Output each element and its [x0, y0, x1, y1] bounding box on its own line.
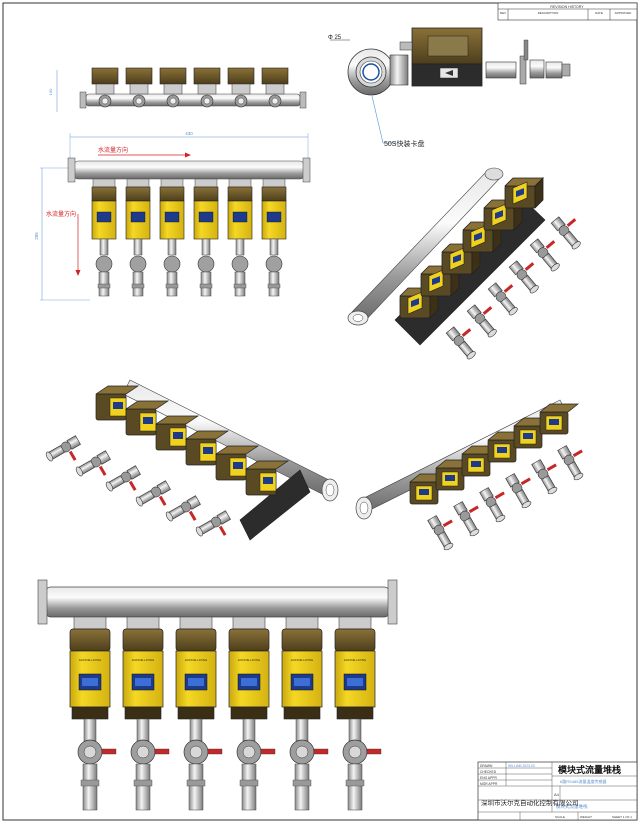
sensor-brand-label: ACKXOE LAYING — [238, 658, 261, 662]
small-sensor-module — [91, 67, 119, 108]
date-col-header: DATE — [595, 11, 603, 15]
part-name: 模块式流量堆栈 — [556, 803, 588, 810]
small-sensor-module — [261, 67, 289, 108]
drawing-subtitle: 6路RS485流量温度传感器 — [560, 778, 606, 784]
sensor-module-large: ACKXOE LAYING — [175, 616, 223, 811]
iso-sensor-module — [134, 430, 230, 518]
small-sensor-module — [193, 67, 221, 108]
drawn-label: DRAWN — [480, 764, 493, 768]
small-sensor-module — [227, 67, 255, 108]
sensor-brand-label: ACKXOE LAYING — [344, 658, 367, 662]
eng-appr-label: ENG APPR — [480, 776, 497, 780]
dim-height-label: 285 — [34, 232, 39, 240]
sensor-module-large: ACKXOE LAYING — [69, 616, 117, 811]
sheet-number: SHEET 1 OF 1 — [612, 815, 632, 819]
sensor-module — [261, 178, 287, 297]
small-sensor-module — [159, 67, 187, 108]
flow-direction-vertical: 水流量方向 — [46, 210, 76, 218]
revision-history-title: REVISION HISTORY — [550, 5, 584, 9]
sensor-brand-label: ACKXOE LAYING — [291, 658, 314, 662]
front-view-dimensioned: 430 285 水流量方向 水流量方向 — [34, 131, 311, 301]
mgr-appr-label: MGR APPR — [480, 782, 498, 786]
drawing-title: 模块式流量堆栈 — [558, 764, 621, 775]
dim-width-label: 430 — [185, 131, 193, 136]
sensor-module-large: ACKXOE LAYING — [228, 616, 276, 811]
iso-sensor-module — [194, 460, 290, 548]
sensor-brand-label: ACKXOE LAYING — [79, 658, 102, 662]
sensor-module-large: ACKXOE LAYING — [122, 616, 170, 811]
checked-label: CHECKED — [480, 770, 497, 774]
sensor-module — [91, 178, 117, 297]
sensor-module-large: ACKXOE LAYING — [334, 616, 382, 811]
description-col-header: DESCRIPTION — [538, 11, 559, 15]
rev-col-header: REV — [500, 11, 506, 15]
flow-direction-horizontal: 水流量方向 — [98, 146, 128, 154]
iso-sensor-module — [44, 385, 140, 473]
dim-side-label: 100 — [48, 88, 53, 95]
clamp-label: 50S快装卡盘 — [384, 139, 424, 148]
sensor-module-large: ACKXOE LAYING — [281, 616, 329, 811]
iso-sensor-module — [539, 403, 595, 482]
revision-history-table: REVISION HISTORY REV DESCRIPTION DATE AP… — [497, 2, 638, 21]
sensor-module — [125, 178, 151, 297]
iso-sensor-module — [74, 400, 170, 488]
iso-sensor-module — [104, 415, 200, 503]
pipe-diameter-label: Φ 25 — [328, 35, 342, 41]
side-view-clamp: Φ 25 50S快装卡盘 — [328, 27, 571, 148]
company-name: 深圳市沃尔克自动化控制有限公司 — [481, 798, 579, 807]
isometric-view-lower-right — [355, 399, 595, 552]
scale-label: SCALE — [555, 815, 565, 819]
sensor-module — [193, 178, 219, 297]
approved-col-header: APPROVED — [615, 11, 633, 15]
sensor-brand-label: ACKXOE LAYING — [185, 658, 208, 662]
sensor-module — [159, 178, 185, 297]
iso-sensor-module — [513, 417, 569, 496]
sheet-size: A4 — [554, 792, 560, 797]
drawn-value: WILLIAM 2023-03 — [508, 764, 535, 768]
small-sensor-module — [125, 67, 153, 108]
title-block: DRAWN CHECKED ENG APPR MGR APPR WILLIAM … — [477, 761, 638, 821]
sensor-brand-label: ACKXOE LAYING — [132, 658, 155, 662]
front-view-small: 100 — [48, 67, 307, 112]
isometric-view-upper — [347, 167, 591, 361]
sensor-module — [227, 178, 253, 297]
iso-sensor-module — [164, 445, 260, 533]
weight-label: WEIGHT — [580, 815, 592, 819]
front-view-large: ACKXOE LAYING ACKXOE LAYING ACKXOE LAYING A… — [37, 579, 398, 811]
isometric-view-lower-left — [44, 379, 339, 548]
